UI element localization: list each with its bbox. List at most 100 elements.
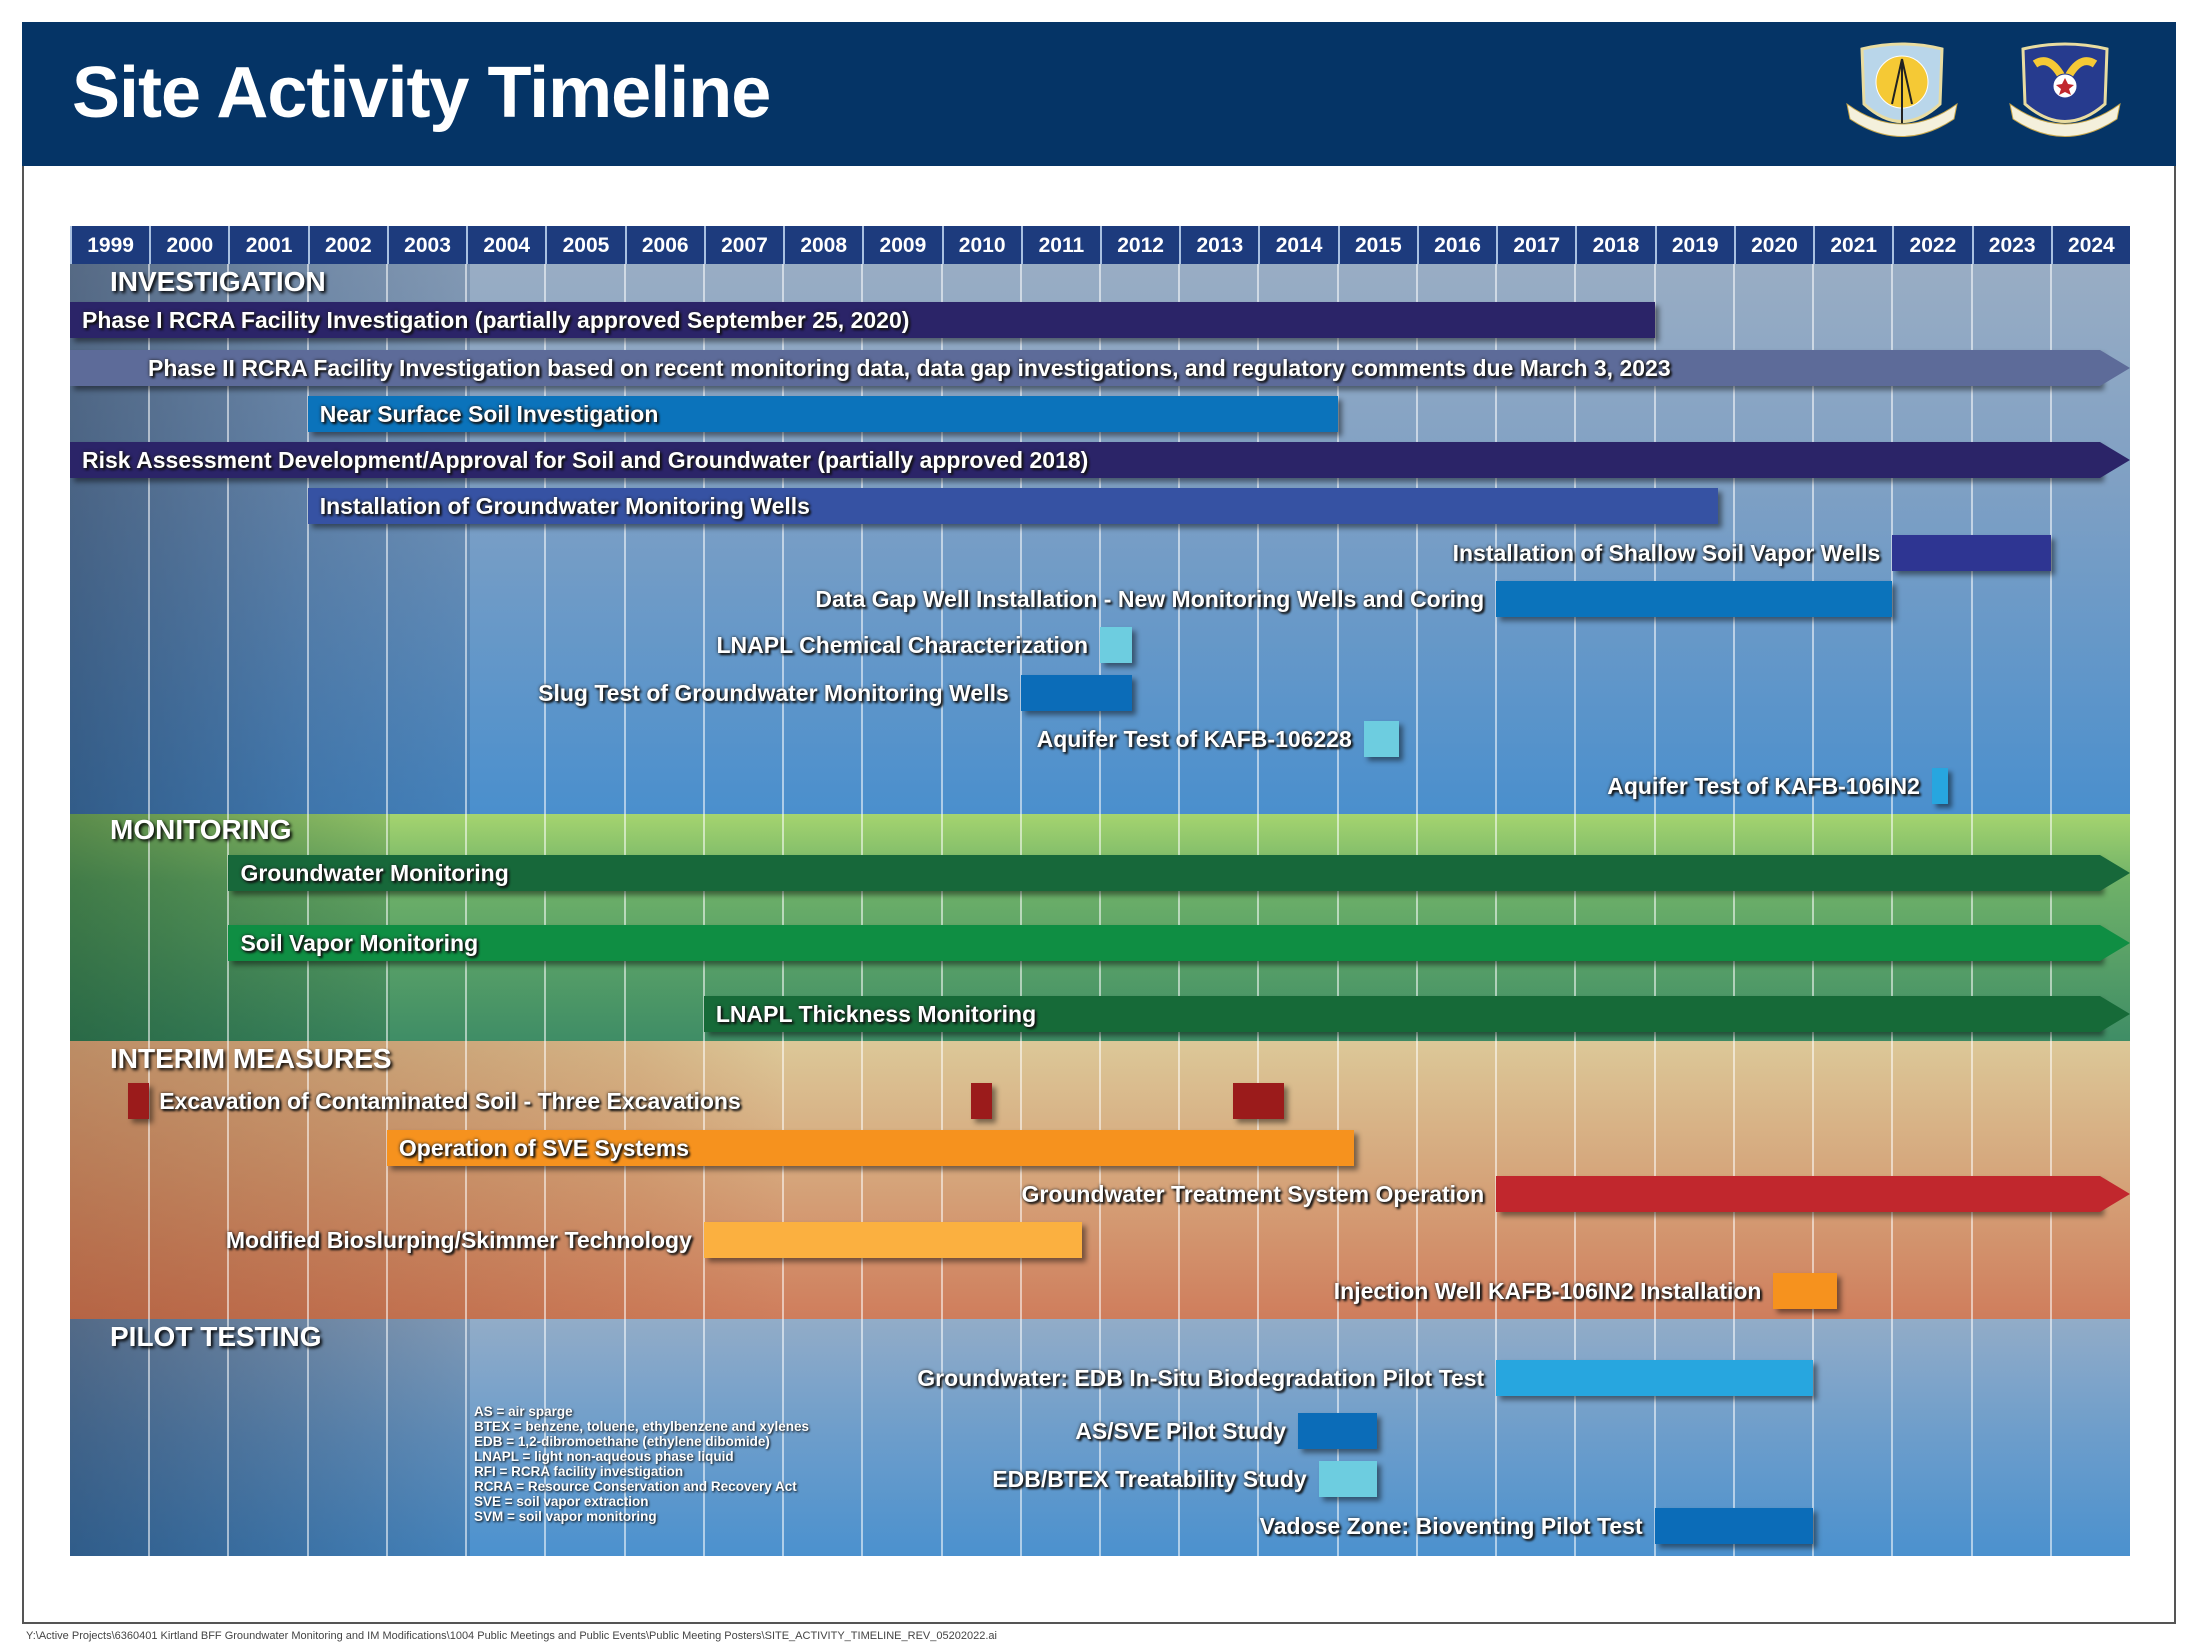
bar-edb-btex-treatability-study: [1318, 1461, 1378, 1497]
bar-operation-of-sve-systems: [386, 1130, 1354, 1166]
arrow-head-icon: [2100, 350, 2130, 386]
bar-label: Soil Vapor Monitoring: [240, 930, 479, 956]
bar-groundwater-monitoring: [228, 855, 2100, 891]
bar-label: LNAPL Thickness Monitoring: [715, 1001, 1037, 1027]
bar-aquifer-test-of-kafb-106in2: [1931, 768, 1948, 804]
gridline: [623, 264, 626, 1556]
gridline: [227, 264, 230, 1556]
bar-label: Near Surface Soil Investigation: [319, 401, 659, 427]
gridline: [1812, 264, 1815, 1556]
legend-item: SVM = soil vapor monitoring: [474, 1509, 657, 1524]
section-title-investigation: INVESTIGATION: [110, 266, 326, 297]
bar-label: Data Gap Well Installation - New Monitor…: [815, 586, 1485, 612]
gridline: [1970, 264, 1973, 1556]
legend-item: SVE = soil vapor extraction: [474, 1494, 649, 1509]
bar-label: Injection Well KAFB-106IN2 Installation: [1333, 1278, 1762, 1304]
year-label-2017: 2017: [1496, 226, 1575, 264]
bar-lnapl-chemical-characterization: [1100, 627, 1132, 663]
bar-lnapl-thickness-monitoring: [703, 996, 2100, 1032]
bar-label: LNAPL Chemical Characterization: [716, 632, 1088, 658]
pilot-photo: [70, 1319, 470, 1556]
file-path-footer: Y:\Active Projects\6360401 Kirtland BFF …: [26, 1630, 997, 1642]
gridline: [1891, 264, 1894, 1556]
legend-item: RCRA = Resource Conservation and Recover…: [474, 1479, 797, 1494]
year-label-2018: 2018: [1575, 226, 1654, 264]
bar-groundwater-edb-in-situ-biodegradation-p: [1496, 1360, 1814, 1396]
year-label-2024: 2024: [2050, 226, 2130, 264]
page-title: Site Activity Timeline: [72, 53, 771, 133]
interim-photo: [70, 1041, 782, 1319]
gridline: [1732, 264, 1735, 1556]
bar-groundwater-treatment-system-operation: [1496, 1176, 2100, 1212]
afcec-logo-icon: [1846, 42, 1958, 137]
legend-item: LNAPL = light non-aqueous phase liquid: [474, 1449, 734, 1464]
gridline: [861, 264, 864, 1556]
gridline: [1099, 264, 1101, 1556]
bar-label: Groundwater Monitoring: [240, 860, 509, 886]
year-label-2023: 2023: [1971, 226, 2051, 264]
gridline: [702, 264, 705, 1556]
gridline: [1495, 264, 1498, 1556]
gridline: [1257, 264, 1260, 1556]
year-label-2012: 2012: [1100, 226, 1179, 264]
year-label-2010: 2010: [941, 226, 1021, 264]
bar-data-gap-well-installation-new-monitorin: [1496, 581, 1893, 617]
arrow-head-icon: [2100, 925, 2130, 961]
year-label-2015: 2015: [1337, 226, 1417, 264]
bar-phase-i-rcra-facility-investigation-part: [70, 302, 1655, 338]
year-label-2021: 2021: [1813, 226, 1892, 264]
bar-vadose-zone-bioventing-pilot-test: [1654, 1508, 1814, 1544]
acronym-legend: AS = air sparge BTEX = benzene, toluene,…: [474, 1404, 809, 1524]
year-label-2013: 2013: [1179, 226, 1258, 264]
bar-label: EDB/BTEX Treatability Study: [992, 1466, 1307, 1492]
bar-soil-vapor-monitoring: [228, 925, 2100, 961]
year-label-2011: 2011: [1020, 226, 1100, 264]
gridline: [1415, 264, 1418, 1556]
year-label-2009: 2009: [862, 226, 941, 264]
bar-excavation-of-contaminated-soil-three-ex: [127, 1083, 150, 1119]
bar-aquifer-test-of-kafb-106228: [1363, 721, 1399, 757]
gridline: [544, 264, 547, 1556]
bar-risk-assessment-development-approval-for: [70, 442, 2100, 478]
bar-phase-ii-rcra-facility-investigation-bas: [70, 350, 2100, 386]
afgsc-logo-icon: [2009, 42, 2121, 137]
year-label-2014: 2014: [1258, 226, 1337, 264]
arrow-head-icon: [2100, 1176, 2130, 1212]
bar-label: Aquifer Test of KAFB-106228: [1036, 726, 1352, 752]
arrow-head-icon: [2100, 442, 2130, 478]
year-label-2000: 2000: [149, 226, 228, 264]
bar-injection-well-kafb-106in2-installation: [1773, 1273, 1837, 1309]
year-label-2019: 2019: [1654, 226, 1734, 264]
section-title-pilot-testing: PILOT TESTING: [110, 1321, 322, 1352]
bar-label: Modified Bioslurping/Skimmer Technology: [225, 1227, 692, 1253]
gridline: [1653, 264, 1656, 1556]
legend-item: RFI = RCRA facility investigation: [474, 1464, 684, 1479]
gridline: [782, 264, 785, 1556]
bar-as-sve-pilot-study: [1298, 1413, 1378, 1449]
year-label-2016: 2016: [1416, 226, 1496, 264]
year-label-2005: 2005: [545, 226, 624, 264]
year-label-2002: 2002: [307, 226, 387, 264]
year-label-2006: 2006: [624, 226, 704, 264]
arrow-head-icon: [2100, 855, 2130, 891]
bar-label: Groundwater: EDB In-Situ Biodegradation …: [917, 1365, 1485, 1391]
section-title-interim-measures: INTERIM MEASURES: [110, 1043, 392, 1074]
year-label-2004: 2004: [466, 226, 545, 264]
investigation-photo: [70, 264, 470, 814]
bar-label: Phase II RCRA Facility Investigation bas…: [148, 355, 1671, 381]
year-label-2022: 2022: [1892, 226, 1971, 264]
bar-excavation-of-contaminated-soil-three-ex: [970, 1083, 993, 1119]
year-label-2008: 2008: [783, 226, 862, 264]
legend-item: AS = air sparge: [474, 1404, 573, 1419]
bar-label: Groundwater Treatment System Operation: [1021, 1181, 1485, 1207]
gridline: [148, 264, 151, 1556]
bar-installation-of-groundwater-monitoring-w: [307, 488, 1718, 524]
year-label-1999: 1999: [70, 226, 149, 264]
legend-item: BTEX = benzene, toluene, ethylbenzene an…: [474, 1419, 809, 1434]
legend-item: EDB = 1,2-dibromoethane (ethylene dibomi…: [474, 1434, 770, 1449]
gridline: [1336, 264, 1339, 1556]
arrow-head-icon: [2100, 996, 2130, 1032]
year-label-2003: 2003: [386, 226, 466, 264]
gridline: [465, 264, 468, 1556]
